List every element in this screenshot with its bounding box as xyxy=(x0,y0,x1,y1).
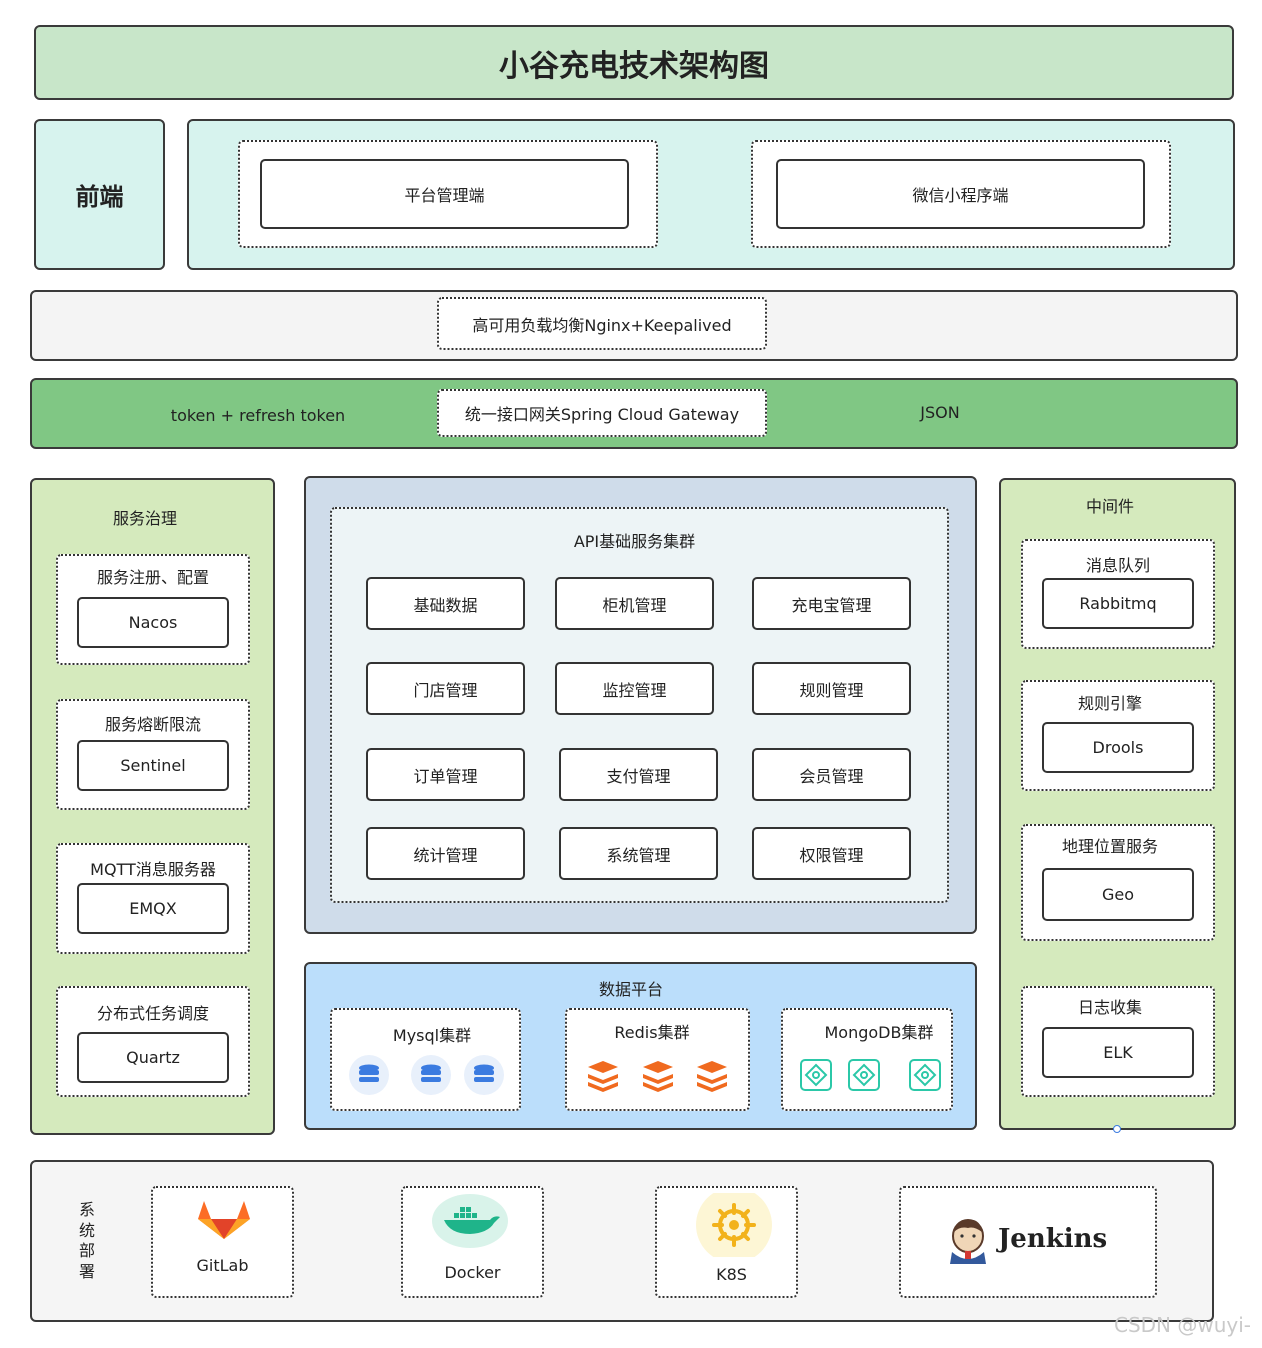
gitlab-label: GitLab xyxy=(196,1256,249,1275)
gateway-box: 统一接口网关Spring Cloud Gateway xyxy=(437,389,767,437)
k8s-icon xyxy=(696,1193,772,1257)
page-title: 小谷充电技术架构图 xyxy=(499,48,769,84)
api-cluster-title: API基础服务集群 xyxy=(573,532,696,551)
title-banner: 小谷充电技术架构图 xyxy=(34,25,1234,100)
mysql-icons xyxy=(349,1055,504,1095)
mongodb-icon xyxy=(800,1059,832,1091)
service-box: 规则管理 xyxy=(752,662,911,715)
mysql-cluster-label: Mysql集群 xyxy=(392,1026,472,1045)
service-box: 系统管理 xyxy=(559,827,718,880)
database-icon xyxy=(464,1055,504,1095)
middleware-group-label: 日志收集 xyxy=(1077,998,1142,1017)
mongodb-icon xyxy=(909,1059,941,1091)
database-icon xyxy=(349,1055,389,1095)
gateway-json-label: JSON xyxy=(920,403,960,422)
middleware-group-label: 消息队列 xyxy=(1085,556,1150,575)
redis-icon xyxy=(643,1061,673,1092)
service-box: 支付管理 xyxy=(559,748,718,801)
frontend-label: 前端 xyxy=(75,183,124,211)
service-box: 门店管理 xyxy=(366,662,525,715)
redis-cluster-box xyxy=(565,1008,750,1111)
service-box: 权限管理 xyxy=(752,827,911,880)
k8s-label: K8S xyxy=(716,1265,747,1284)
mongodb-icon xyxy=(848,1059,880,1091)
watermark: CSDN @wuyi- xyxy=(1114,1313,1252,1337)
governance-group-label: 服务注册、配置 xyxy=(96,568,209,587)
jenkins-label: Jenkins xyxy=(998,1224,1108,1254)
service-box: 充电宝管理 xyxy=(752,577,911,630)
docker-label: Docker xyxy=(444,1263,501,1282)
quartz-box: Quartz xyxy=(77,1032,229,1083)
database-icon xyxy=(411,1055,451,1095)
connection-handle xyxy=(1113,1125,1121,1133)
service-box: 基础数据 xyxy=(366,577,525,630)
gitlab-box xyxy=(151,1186,294,1298)
data-platform-title: 数据平台 xyxy=(598,980,663,999)
gitlab-icon xyxy=(198,1201,250,1239)
service-box: 统计管理 xyxy=(366,827,525,880)
redis-cluster-label: Redis集群 xyxy=(614,1023,690,1042)
middleware-group-label: 规则引擎 xyxy=(1077,694,1142,713)
governance-title: 服务治理 xyxy=(112,509,177,528)
service-box: 监控管理 xyxy=(555,662,714,715)
gateway-token-label: token + refresh token xyxy=(170,406,346,425)
governance-group-label: MQTT消息服务器 xyxy=(90,860,216,879)
frontend-label-panel: 前端 xyxy=(34,119,165,270)
redis-icons xyxy=(588,1061,727,1092)
jenkins-icon xyxy=(950,1219,986,1264)
redis-icon xyxy=(697,1061,727,1092)
service-box: 订单管理 xyxy=(366,748,525,801)
client-wechat-miniprogram: 微信小程序端 xyxy=(776,159,1145,229)
jenkins-box xyxy=(899,1186,1157,1298)
geo-box: Geo xyxy=(1042,868,1194,921)
redis-icon xyxy=(588,1061,618,1092)
emqx-box: EMQX xyxy=(77,883,229,934)
service-box: 柜机管理 xyxy=(555,577,714,630)
deploy-label: 系 统 部 署 xyxy=(78,1200,95,1281)
load-balancer-box: 高可用负载均衡Nginx+Keepalived xyxy=(437,297,767,350)
client-platform-admin: 平台管理端 xyxy=(260,159,629,229)
nacos-box: Nacos xyxy=(77,597,229,648)
sentinel-box: Sentinel xyxy=(77,740,229,791)
drools-box: Drools xyxy=(1042,722,1194,773)
docker-icon xyxy=(432,1194,508,1248)
governance-group-label: 分布式任务调度 xyxy=(96,1004,209,1023)
rabbitmq-box: Rabbitmq xyxy=(1042,578,1194,629)
service-box: 会员管理 xyxy=(752,748,911,801)
governance-group-label: 服务熔断限流 xyxy=(104,715,201,734)
elk-box: ELK xyxy=(1042,1027,1194,1078)
middleware-title: 中间件 xyxy=(1085,497,1134,516)
mongodb-cluster-label: MongoDB集群 xyxy=(824,1023,934,1042)
middleware-group-label: 地理位置服务 xyxy=(1061,837,1158,856)
mongodb-icons xyxy=(800,1059,941,1091)
